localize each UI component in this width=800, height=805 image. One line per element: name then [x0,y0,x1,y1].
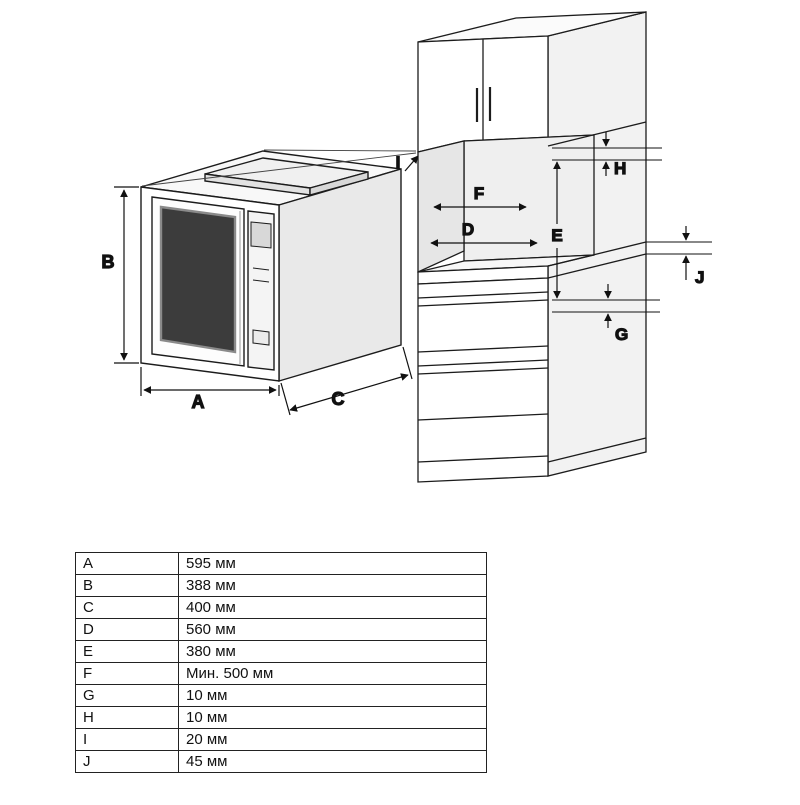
dim-label-g: G [615,325,628,344]
lower-cabinet-front [417,277,549,483]
dimension-value: 10 мм [178,706,487,729]
dimension-value: 10 мм [178,684,487,707]
projection-guides [141,149,417,187]
dimension-value: 45 мм [178,750,487,773]
dim-i-leader [404,155,419,172]
dim-label-c: C [332,389,345,409]
dim-j [646,226,712,280]
dimension-key: C [75,596,179,619]
dimension-key: H [75,706,179,729]
dim-label-j: J [695,268,704,287]
dimension-value: 380 мм [178,640,487,663]
dimension-value: 20 мм [178,728,487,751]
control-display [250,221,272,249]
dimension-key: A [75,552,179,575]
dimension-key: E [75,640,179,663]
dim-h [552,132,662,176]
dim-label-d: D [462,220,474,239]
dim-label-h: H [614,159,626,178]
dimension-value: 560 мм [178,618,487,641]
dimension-key: F [75,662,179,685]
dimension-key: G [75,684,179,707]
dim-label-a: A [192,392,205,412]
dim-label-b: B [102,252,115,272]
microwave-oven [140,150,402,382]
dim-label-f: F [474,184,484,203]
dim-c [280,346,413,416]
dimension-value: 388 мм [178,574,487,597]
dimension-key: I [75,728,179,751]
niche-opening [417,134,595,274]
dimension-key: J [75,750,179,773]
microwave-top-cover [204,157,369,196]
microwave-side-face [278,168,402,382]
microwave-control-panel [247,210,275,371]
control-button [252,329,270,346]
cabinet-unit [417,11,647,483]
dimension-value: 400 мм [178,596,487,619]
dim-a [140,367,280,396]
dim-b [114,186,139,364]
dim-g [552,284,660,328]
dimension-value: Мин. 500 мм [178,662,487,685]
dimension-annotations: B A C F D [101,132,712,416]
dimension-key: B [75,574,179,597]
microwave-door-window [159,205,237,354]
dim-label-e: E [551,226,562,245]
dim-label-i: I [396,153,401,172]
dimension-key: D [75,618,179,641]
installation-diagram: B A C F D [101,11,712,483]
dimension-value: 595 мм [178,552,487,575]
